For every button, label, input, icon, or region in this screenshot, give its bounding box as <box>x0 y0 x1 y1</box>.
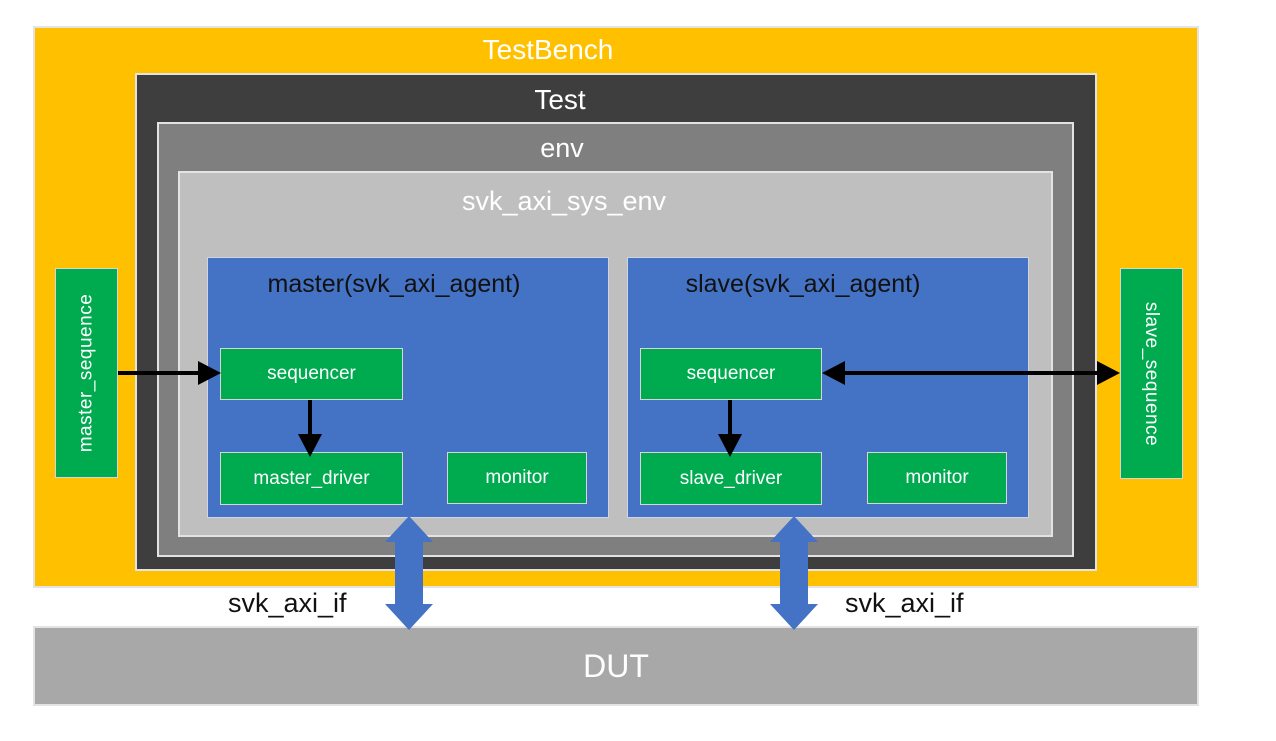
master-sequence-label: master_sequence <box>75 293 97 453</box>
master-monitor-label: monitor <box>485 467 549 488</box>
env-title: env <box>540 133 584 163</box>
dut-label: DUT <box>583 647 649 684</box>
master-driver-label: master_driver <box>253 467 370 489</box>
master-agent-title: master(svk_axi_agent) <box>267 270 521 298</box>
slave-sequence-box: slave_sequence <box>1120 268 1183 479</box>
master-driver-box: master_driver <box>220 452 403 505</box>
slave-monitor-box: monitor <box>867 452 1007 504</box>
slave-sequencer-box: sequencer <box>640 348 822 400</box>
svk-axi-sys-env-title: svk_axi_sys_env <box>461 186 667 216</box>
master-sequencer-label: sequencer <box>267 363 356 384</box>
slave-sequencer-label: sequencer <box>686 363 776 384</box>
slave-driver-box: slave_driver <box>640 452 822 505</box>
test-title: Test <box>534 84 586 115</box>
slave-sequence-label: slave_sequence <box>1141 301 1163 446</box>
master-sequence-box: master_sequence <box>55 268 118 478</box>
dut-box: DUT <box>33 626 1199 706</box>
svk-axi-if-left-label: svk_axi_if <box>228 588 347 618</box>
slave-driver-label: slave_driver <box>679 467 783 489</box>
svk-axi-if-right-label: svk_axi_if <box>845 588 964 618</box>
testbench-title: TestBench <box>482 34 614 65</box>
master-monitor-box: monitor <box>447 452 587 504</box>
slave-monitor-label: monitor <box>905 467 969 488</box>
slave-agent-title: slave(svk_axi_agent) <box>685 270 921 298</box>
master-sequencer-box: sequencer <box>220 348 403 400</box>
